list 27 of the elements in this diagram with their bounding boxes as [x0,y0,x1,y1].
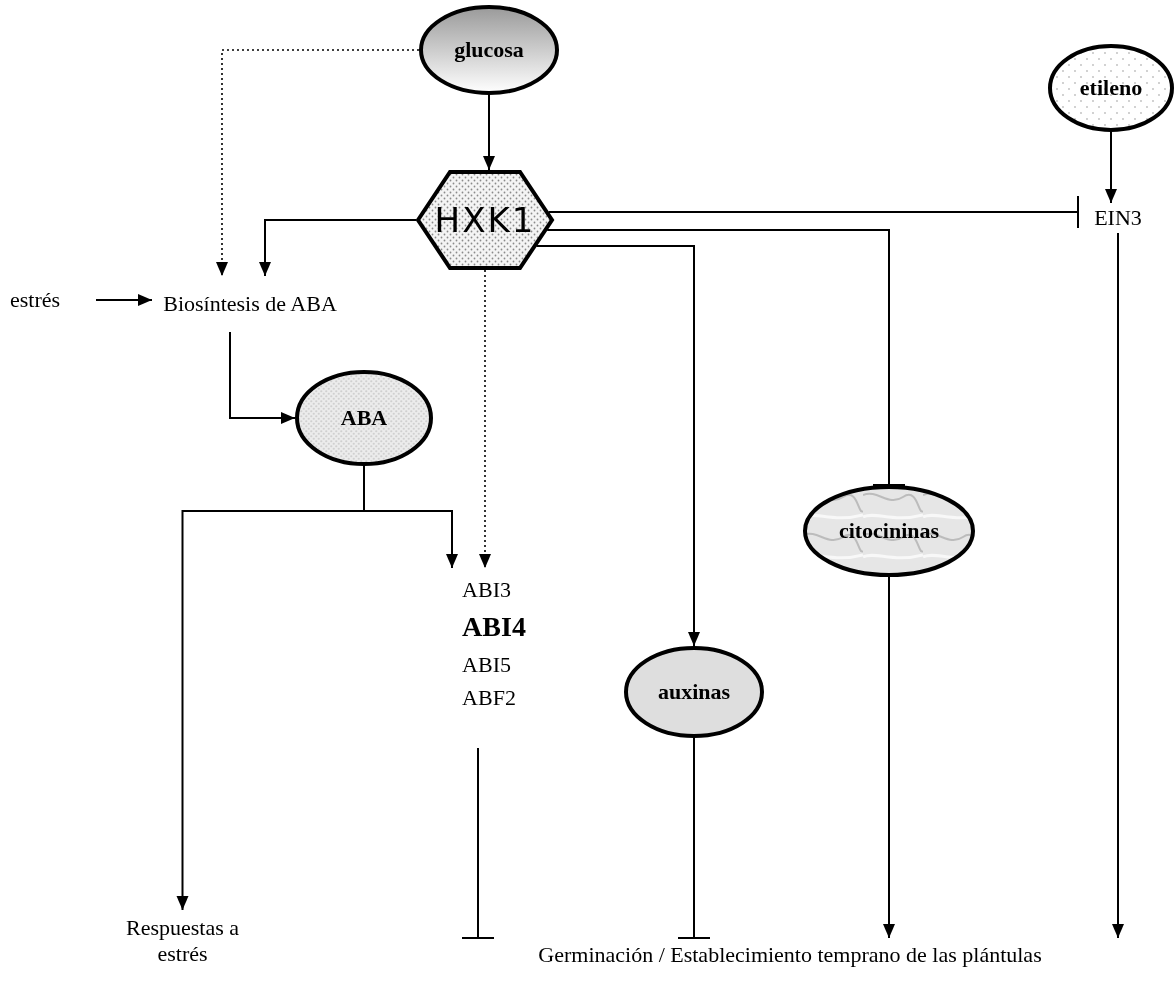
inhibition-line [461,747,495,939]
arrow [483,94,495,171]
arrow [259,219,417,277]
inhibition-line [547,195,1079,229]
node-label: citocininas [838,517,940,545]
dotted-arrow [479,269,491,569]
inhibition-line [677,737,711,939]
arrow [363,465,458,569]
arrow [95,294,153,306]
node-label: HXK1 [434,199,536,241]
node-label: estrés [9,286,61,314]
node-label: etileno [1079,74,1143,102]
arrow [883,576,895,939]
node-label: Germinación / Establecimiento temprano de las plántulas [538,941,1042,969]
arrow [535,245,700,647]
node-label: ABA [340,404,388,432]
arrow [229,331,296,424]
node-label: glucosa [454,36,524,64]
dotted-arrow [216,49,420,277]
arrow [1105,131,1117,204]
node-label: Respuestas a estrés [125,914,240,968]
inhibition-line [546,229,906,486]
gene-list: ABI3 ABI4 ABI5 ABF2 [462,572,526,714]
node-label: auxinas [657,678,731,706]
node-label: EIN3 [1094,204,1142,232]
arrow [1112,232,1124,939]
node-label: Biosíntesis de ABA [163,290,337,318]
